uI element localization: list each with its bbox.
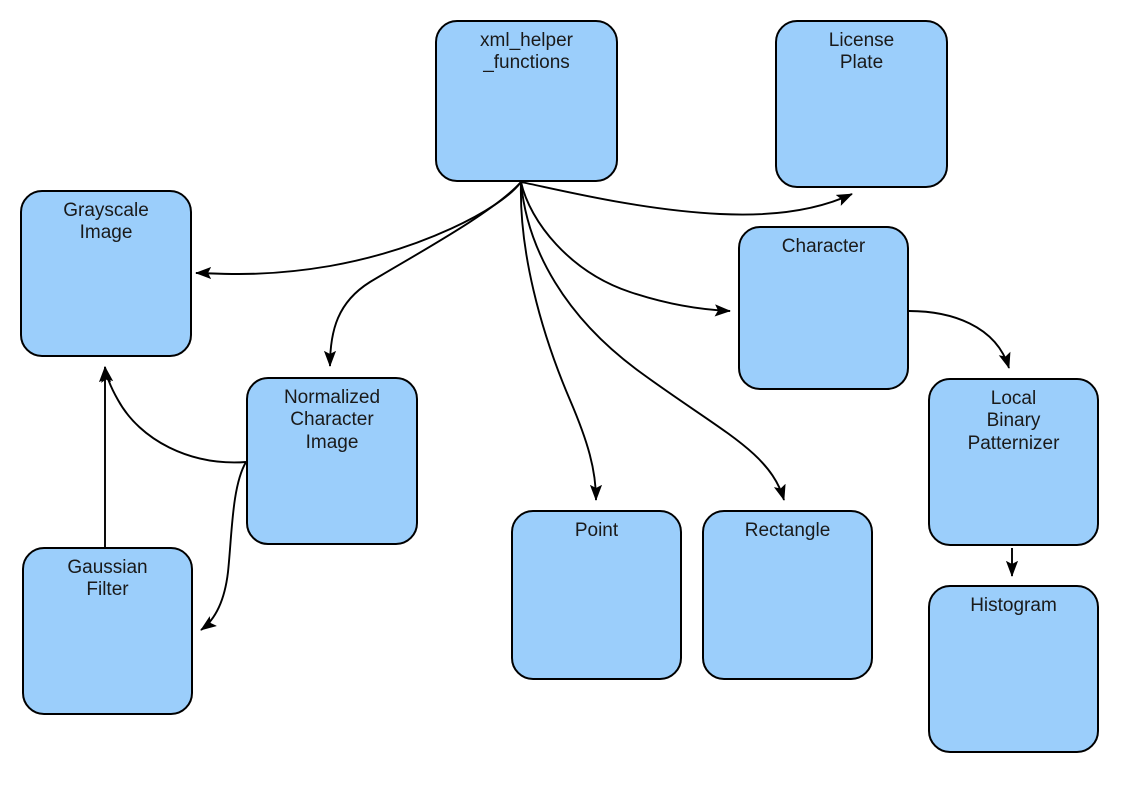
edge-character-to-localbinarypatternizer [908, 310, 1011, 369]
node-character[interactable]: Character [738, 226, 909, 390]
edge-xmlhelper-to-character [520, 181, 731, 317]
edge-normalizedcharacterimage-to-grayscale [101, 366, 247, 464]
node-normalized-character-image[interactable]: Normalized Character Image [246, 377, 418, 545]
edge-xmlhelper-to-point [519, 181, 603, 501]
node-grayscale-image[interactable]: Grayscale Image [20, 190, 192, 357]
edge-normalizedcharacterimage-to-gaussianfilter [200, 461, 247, 631]
node-point[interactable]: Point [511, 510, 682, 680]
edge-xmlhelper-to-grayscale [195, 181, 522, 280]
node-histogram[interactable]: Histogram [928, 585, 1099, 753]
edge-xmlhelper-to-normalizedcharacterimage [323, 181, 522, 367]
node-gaussian-filter[interactable]: Gaussian Filter [22, 547, 193, 715]
node-xml-helper-functions[interactable]: xml_helper _functions [435, 20, 618, 182]
node-license-plate[interactable]: License Plate [775, 20, 948, 188]
node-local-binary-patternizer[interactable]: Local Binary Patternizer [928, 378, 1099, 546]
node-rectangle[interactable]: Rectangle [702, 510, 873, 680]
